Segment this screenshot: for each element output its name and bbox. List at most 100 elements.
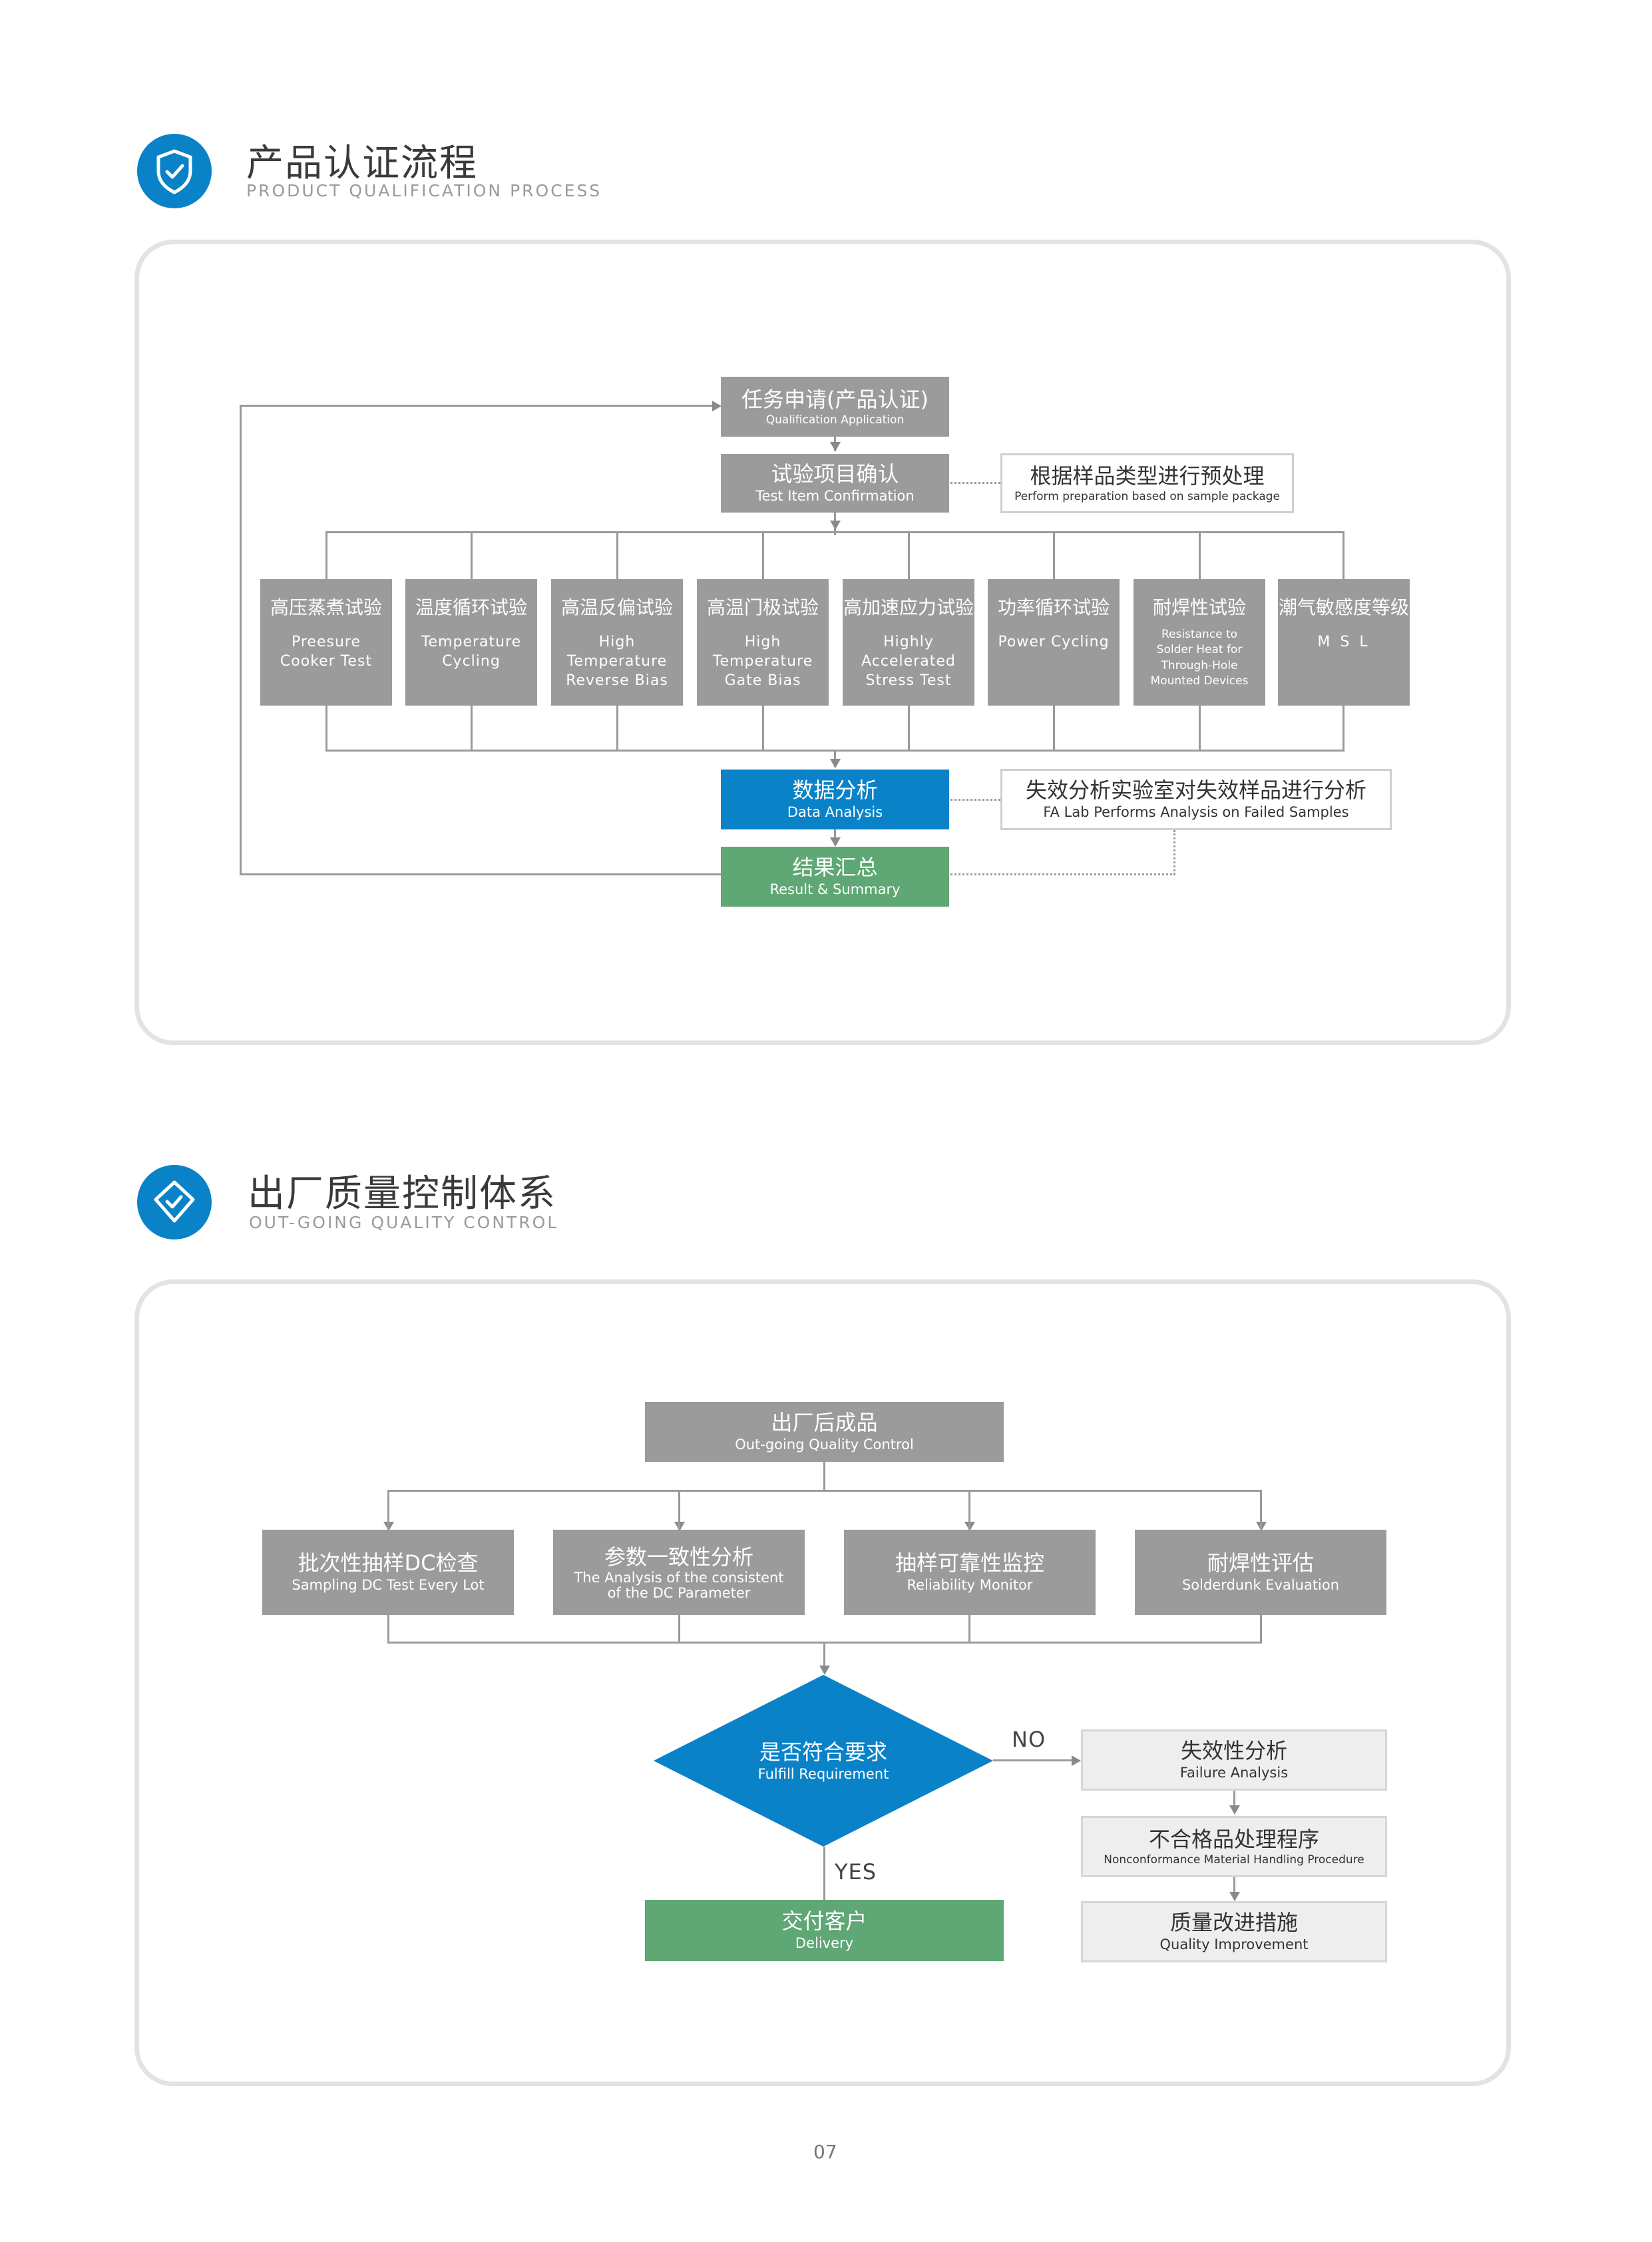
node-zh: 数据分析 xyxy=(792,778,878,803)
test-htrb: 高温反偏试验 High Temperature Reverse Bias xyxy=(551,579,683,706)
arrow xyxy=(830,837,841,847)
test-zh: 功率循环试验 xyxy=(997,596,1110,618)
delivery-box: 交付客户 Delivery xyxy=(645,1900,1004,1961)
yes-label: YES xyxy=(835,1859,877,1885)
drop xyxy=(325,531,327,579)
section1-title: 产品认证流程 xyxy=(246,142,478,185)
nonconformance-box: 不合格品处理程序 Nonconformance Material Handlin… xyxy=(1081,1816,1387,1877)
node-zh: 失效分析实验室对失效样品进行分析 xyxy=(1025,778,1366,803)
check-sampling-dc: 批次性抽样DC检查 Sampling DC Test Every Lot xyxy=(262,1530,514,1615)
check-en: Solderdunk Evaluation xyxy=(1181,1577,1340,1594)
check-consistency: 参数一致性分析 The Analysis of the consistent o… xyxy=(553,1530,805,1615)
node-zh: 质量改进措施 xyxy=(1169,1910,1298,1936)
node-en: Quality Improvement xyxy=(1159,1936,1309,1953)
node-en: Result & Summary xyxy=(769,881,901,898)
diamond-gem-icon xyxy=(137,1165,212,1239)
drop xyxy=(968,1490,970,1510)
test-zh: 耐焊性试验 xyxy=(1152,596,1246,618)
arrow xyxy=(830,442,841,451)
arrow xyxy=(1072,1755,1081,1766)
test-solder-heat: 耐焊性试验 Resistance to Solder Heat for Thro… xyxy=(1134,579,1265,706)
test-pressure-cooker: 高压蒸煮试验 Preesure Cooker Test xyxy=(260,579,392,706)
bus-bottom xyxy=(325,750,1344,752)
data-analysis-box: 数据分析 Data Analysis xyxy=(721,770,949,829)
check-zh: 参数一致性分析 xyxy=(604,1544,753,1570)
test-en: High Temperature Reverse Bias xyxy=(566,633,668,689)
check-solderdunk: 耐焊性评估 Solderdunk Evaluation xyxy=(1135,1530,1386,1615)
node-en: Test Item Confirmation xyxy=(755,488,915,505)
section2-title: 出厂质量控制体系 xyxy=(248,1172,556,1216)
drop xyxy=(471,531,473,579)
dotted-connector xyxy=(947,873,1175,875)
drop xyxy=(908,531,910,579)
node-zh: 根据样品类型进行预处理 xyxy=(1030,463,1265,489)
node-en: Perform preparation based on sample pack… xyxy=(1014,489,1280,503)
node-zh: 试验项目确认 xyxy=(771,461,899,487)
rise xyxy=(325,706,327,751)
node-zh: 任务申请(产品认证) xyxy=(741,386,929,412)
check-en: Reliability Monitor xyxy=(907,1577,1033,1594)
test-en: Resistance to Solder Heat for Through-Ho… xyxy=(1150,627,1249,688)
test-zh: 潮气敏感度等级 xyxy=(1279,596,1410,618)
connector xyxy=(1233,1791,1235,1811)
no-label: NO xyxy=(1012,1727,1046,1752)
rise xyxy=(678,1615,680,1643)
decision-diamond xyxy=(654,1675,993,1847)
connector xyxy=(823,1462,825,1491)
connector-no xyxy=(993,1759,1078,1761)
feedback-loop xyxy=(240,873,721,875)
page-number: 07 xyxy=(813,2141,837,2163)
node-zh: 结果汇总 xyxy=(792,855,878,881)
drop xyxy=(387,1508,389,1531)
test-en: Temperature Cycling xyxy=(421,633,522,670)
dotted-connector xyxy=(947,482,1000,484)
check-en: Sampling DC Test Every Lot xyxy=(292,1577,485,1594)
check-en: The Analysis of the consistent of the DC… xyxy=(574,1569,784,1601)
feedback-loop xyxy=(240,405,242,875)
arrow xyxy=(1229,1805,1240,1815)
check-reliability: 抽样可靠性监控 Reliability Monitor xyxy=(844,1530,1096,1615)
check-zh: 抽样可靠性监控 xyxy=(895,1550,1044,1576)
rise xyxy=(387,1615,389,1643)
node-en: Data Analysis xyxy=(787,804,883,821)
test-zh: 高温反偏试验 xyxy=(560,596,673,618)
test-htgb: 高温门极试验 High Temperature Gate Bias xyxy=(697,579,829,706)
result-summary-box: 结果汇总 Result & Summary xyxy=(721,847,949,907)
decision-text: 是否符合要求 Fulfill Requirement xyxy=(720,1728,927,1795)
rise xyxy=(1053,706,1055,751)
dotted-connector xyxy=(1173,830,1175,875)
test-zh: 高加速应力试验 xyxy=(843,596,974,618)
test-hast: 高加速应力试验 Highly Accelerated Stress Test xyxy=(843,579,974,706)
node-zh: 交付客户 xyxy=(781,1908,867,1934)
test-power-cycling: 功率循环试验 Power Cycling xyxy=(988,579,1120,706)
drop xyxy=(1260,1508,1262,1531)
node-en: Delivery xyxy=(795,1935,854,1952)
qualification-application-box: 任务申请(产品认证) Qualification Application xyxy=(721,377,949,437)
test-en: Highly Accelerated Stress Test xyxy=(861,633,956,689)
drop xyxy=(762,531,764,579)
drop xyxy=(1342,531,1344,579)
section1-subtitle: PRODUCT QUALIFICATION PROCESS xyxy=(246,181,602,200)
bus-bottom xyxy=(387,1642,1262,1644)
rise xyxy=(616,706,618,751)
node-zh: 出厂后成品 xyxy=(771,1410,878,1436)
test-item-confirmation-box: 试验项目确认 Test Item Confirmation xyxy=(721,454,949,513)
arrow xyxy=(819,1666,830,1675)
test-en: Power Cycling xyxy=(998,633,1110,650)
rise xyxy=(968,1615,970,1643)
test-zh: 高压蒸煮试验 xyxy=(270,596,382,618)
rise xyxy=(471,706,473,751)
test-en: High Temperature Gate Bias xyxy=(712,633,813,689)
section2-subtitle: OUT-GOING QUALITY CONTROL xyxy=(249,1213,559,1232)
arrow xyxy=(712,401,722,411)
drop xyxy=(678,1490,680,1510)
fa-lab-box: 失效分析实验室对失效样品进行分析 FA Lab Performs Analysi… xyxy=(1000,769,1392,830)
arrow xyxy=(1229,1892,1240,1901)
drop xyxy=(1199,531,1201,579)
node-en: Out-going Quality Control xyxy=(735,1437,914,1453)
test-zh: 高温门极试验 xyxy=(706,596,819,618)
quality-improvement-box: 质量改进措施 Quality Improvement xyxy=(1081,1901,1387,1962)
test-msl: 潮气敏感度等级 M S L xyxy=(1278,579,1410,706)
check-zh: 批次性抽样DC检查 xyxy=(298,1550,479,1576)
feedback-loop xyxy=(240,405,714,407)
